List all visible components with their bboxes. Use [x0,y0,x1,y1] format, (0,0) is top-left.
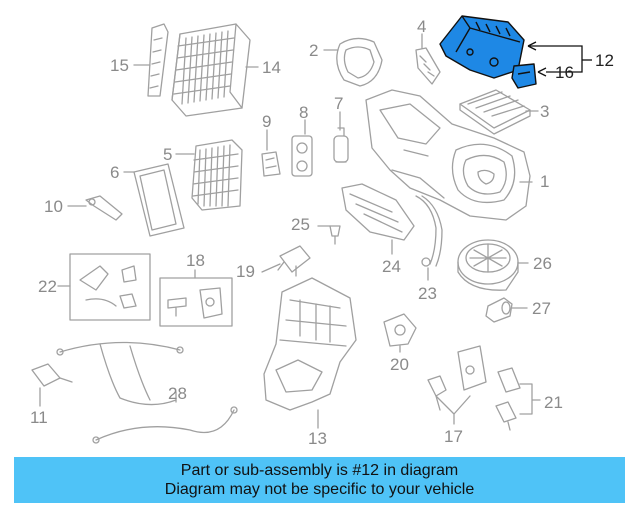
parts-diagram [31,15,592,444]
label-part-19: 19 [236,262,255,281]
label-part-7: 7 [334,94,344,113]
label-part-17: 17 [444,427,463,446]
part-26-blower-motor [457,239,519,291]
label-part-15: 15 [110,56,129,75]
part-27-motor [485,297,513,323]
part-6-frame [133,163,185,237]
part-2-seal [336,37,383,87]
part-1-hvac-housing [365,89,531,221]
label-part-10: 10 [44,197,63,216]
part-28-wiring [56,341,238,444]
label-part-5: 5 [163,145,173,164]
part-23-hose [415,195,443,267]
part-13-lower-housing [263,277,357,411]
label-part-1: 1 [540,172,550,191]
highlight-leaders [527,41,592,77]
banner-line-disclaimer: Diagram may not be specific to your vehi… [164,481,475,498]
label-part-24: 24 [382,257,401,276]
label-part-14: 14 [262,58,281,77]
label-part-6: 6 [110,163,120,182]
label-part-26: 26 [533,254,552,273]
label-part-3: 3 [540,102,550,121]
part-4-gasket [415,47,441,85]
part-10-sensor [85,195,123,221]
part-19-actuator [277,245,311,277]
label-part-22: 22 [38,277,57,296]
part-21-sensors [495,367,521,431]
part-12-highlighted [439,15,525,79]
part-9-clip [261,151,281,177]
label-part-20: 20 [390,355,409,374]
label-part-28: 28 [168,384,187,403]
part-17-parts [427,345,487,411]
part-14-heater-core [171,23,251,117]
label-part-2: 2 [309,41,319,60]
label-part-27: 27 [532,299,551,318]
label-part-18: 18 [186,251,205,270]
label-part-12: 12 [595,51,614,70]
label-part-23: 23 [418,284,437,303]
label-part-11: 11 [30,408,48,427]
label-part-25: 25 [291,215,310,234]
banner-line-assembly: Part or sub-assembly is #12 in diagram [180,462,459,479]
part-18-kit [159,277,233,327]
part-8-plate [291,135,313,177]
part-22-kit [69,253,151,321]
label-part-16: 16 [555,63,574,82]
info-banner: Part or sub-assembly is #12 in diagram D… [14,457,625,503]
part-24-duct [341,183,415,241]
part-11-sensor [31,363,73,387]
label-part-21: 21 [544,393,563,412]
label-part-9: 9 [262,112,272,131]
part-5-evaporator [191,139,243,211]
part-16-highlighted [511,63,537,89]
part-20-actuator [383,313,417,347]
label-part-13: 13 [308,429,327,448]
part-25-screw [329,225,341,245]
leader-lines [39,33,541,429]
label-part-4: 4 [417,17,427,36]
label-part-8: 8 [299,103,309,122]
part-15-bracket [147,23,169,97]
part-3-filter [459,89,531,135]
part-7-valve [333,127,349,163]
